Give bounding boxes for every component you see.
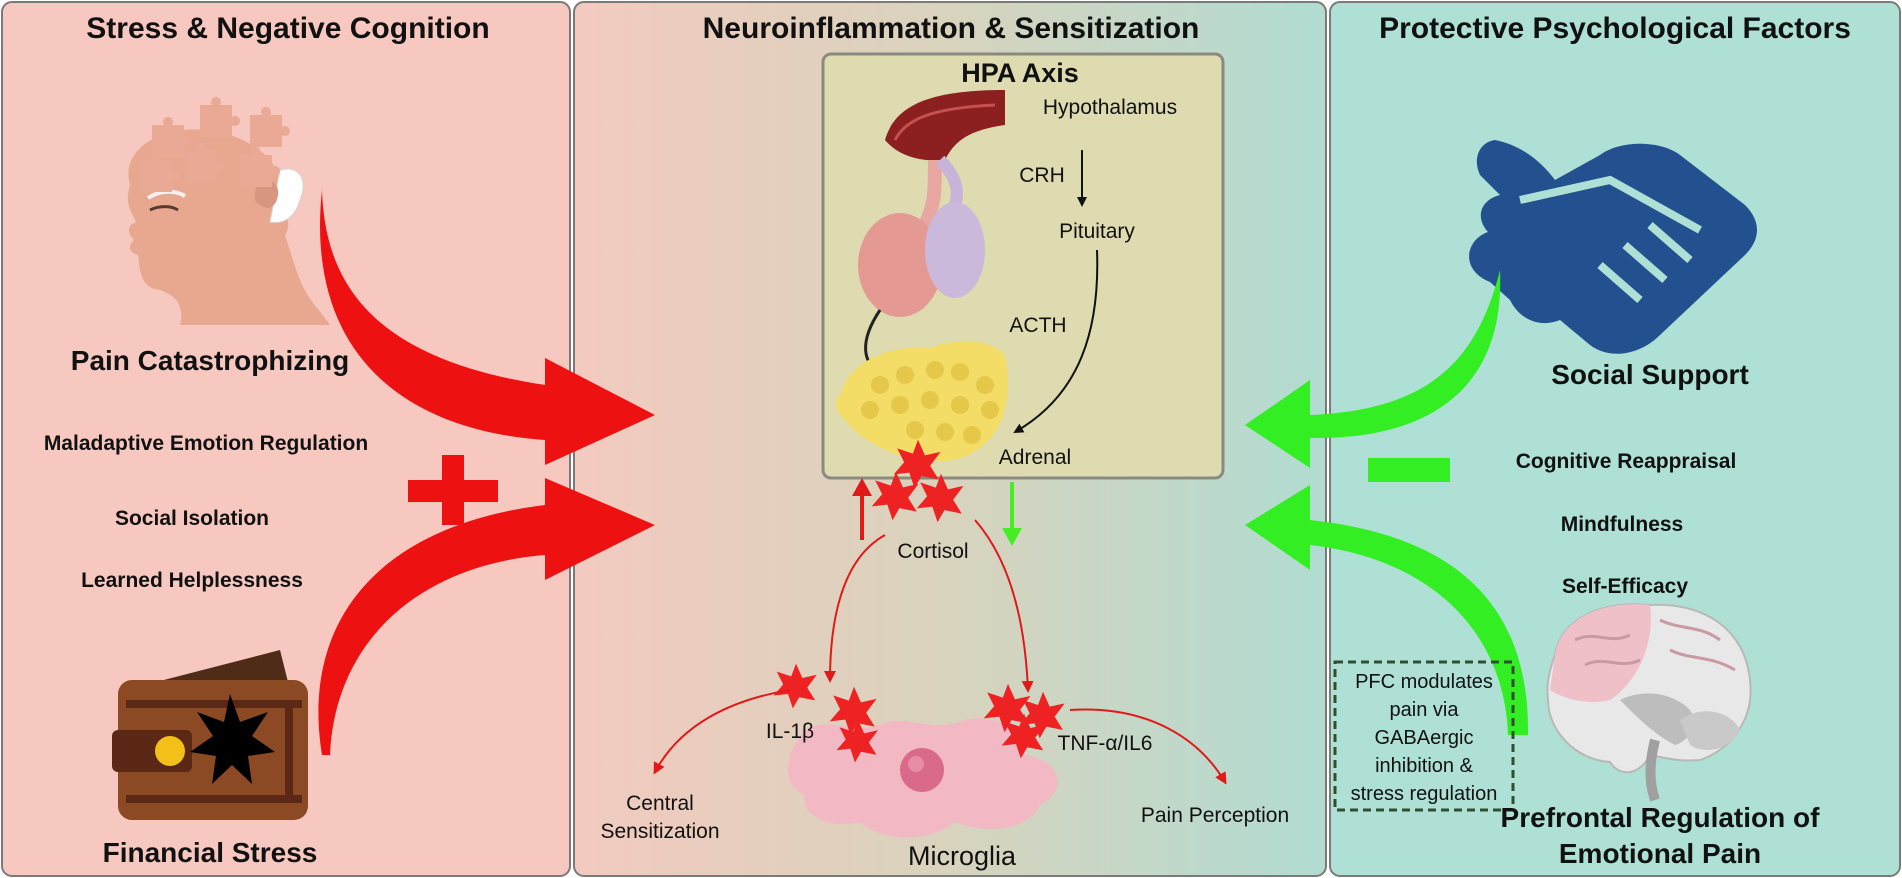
financial-stress-label: Financial Stress [103,837,318,868]
pituitary-label: Pituitary [1059,220,1135,243]
pfc-note-line: stress regulation [1351,783,1498,805]
protective-arrow-bottom [1245,485,1529,735]
right-factor-label: Self-Efficacy [1562,575,1688,598]
prefrontal-label: Emotional Pain [1559,838,1761,869]
pfc-note-line: inhibition & [1375,755,1474,777]
pfc-note-box [1333,660,1515,812]
left-factor-label: Learned Helplessness [81,569,303,592]
right-panel-title: Protective Psychological Factors [1379,12,1851,45]
hypothalamus-label: Hypothalamus [1043,96,1177,119]
tnf-label: TNF-α/IL6 [1058,732,1153,755]
hpa-gland-icon [835,90,1008,462]
minus-sign [1368,458,1450,482]
pfc-note-line: GABAergic [1375,727,1474,749]
middle-panel-title: Neuroinflammation & Sensitization [703,12,1200,45]
stress-arrow-bottom [318,478,655,755]
social-support-label: Social Support [1551,359,1749,390]
pfc-note-line: pain via [1390,699,1460,721]
right-factor-label: Cognitive Reappraisal [1516,450,1737,473]
acth-label: ACTH [1009,314,1066,337]
puzzle-head-icon [127,97,330,325]
stress-arrow-top [320,190,655,465]
adrenal-label: Adrenal [999,446,1071,469]
plus-sign [408,455,498,525]
microglia-label: Microglia [908,841,1017,871]
cortisol-to-il1b-arrow [824,534,886,683]
protective-arrow-top [1245,270,1501,468]
pain-catastrophizing-label: Pain Catastrophizing [71,345,349,376]
central-sensitization-label: Sensitization [600,820,719,843]
handshake-icon [1469,140,1758,354]
prefrontal-label: Prefrontal Regulation of [1501,802,1821,833]
crh-label: CRH [1019,164,1065,187]
right-factor-label: Mindfulness [1561,513,1684,536]
left-factor-label: Social Isolation [115,507,269,530]
il1b-to-central-arrow [653,689,791,775]
il1b-label: IL-1β [766,720,814,743]
cortisol-up-arrow [852,478,872,540]
central-sensitization-label: Central [626,792,694,815]
pfc-note-line: PFC modulates [1355,671,1493,693]
pain-perception-label: Pain Perception [1141,804,1289,827]
cortisol-to-tnf-arrow [974,519,1034,693]
brain-icon [1546,603,1752,802]
left-factor-label: Maladaptive Emotion Regulation [44,432,368,455]
acth-arrow [1013,249,1099,433]
left-panel-title: Stress & Negative Cognition [86,12,489,45]
tnf-to-pain-arrow [1069,708,1227,785]
cortisol-label: Cortisol [897,540,968,563]
wallet-icon [112,650,308,820]
right-panel [1329,1,1901,877]
hpa-axis-title: HPA Axis [961,58,1079,88]
cortisol-down-arrow [1002,482,1022,546]
